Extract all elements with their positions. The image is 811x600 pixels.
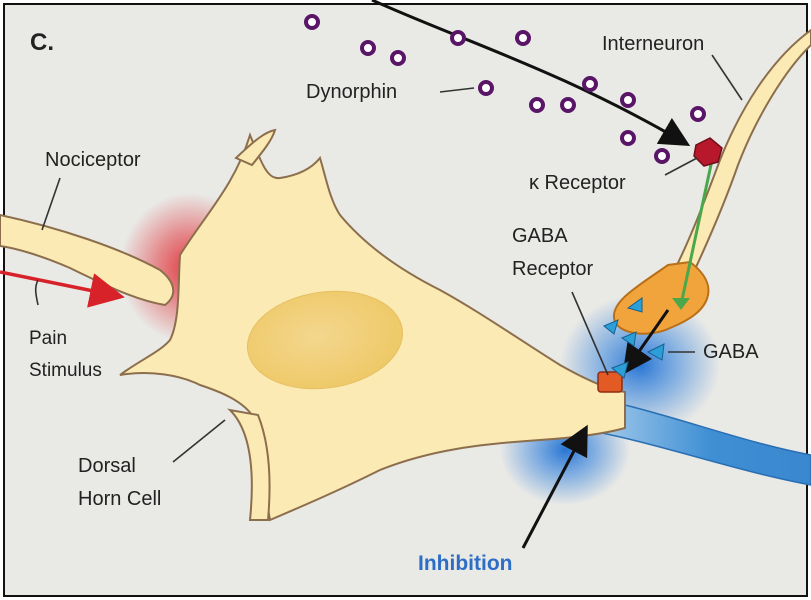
inhibition-label: Inhibition xyxy=(418,552,512,575)
interneuron-label: Interneuron xyxy=(602,33,704,55)
dynorphin-molecule xyxy=(392,52,404,64)
nociceptor-label: Nociceptor xyxy=(45,149,141,171)
dynorphin-molecule xyxy=(656,150,668,162)
dynorphin-molecule xyxy=(692,108,704,120)
dynorphin-molecule xyxy=(622,94,634,106)
dynorphin-molecule xyxy=(584,78,596,90)
gaba-receptor xyxy=(598,372,622,392)
dorsal-horn-label-line2: Horn Cell xyxy=(78,488,161,510)
pain-stimulus-label-line1: Pain xyxy=(29,328,67,349)
dynorphin-molecule xyxy=(480,82,492,94)
dynorphin-label: Dynorphin xyxy=(306,81,397,103)
panel-label: C. xyxy=(30,29,54,56)
dynorphin-molecule xyxy=(306,16,318,28)
kappa-receptor-label: κ Receptor xyxy=(529,172,626,194)
dynorphin-molecule xyxy=(452,32,464,44)
gaba-label: GABA xyxy=(703,341,759,363)
dynorphin-molecule xyxy=(622,132,634,144)
dynorphin-molecule xyxy=(362,42,374,54)
dynorphin-molecule xyxy=(562,99,574,111)
pain-stimulus-label-line2: Stimulus xyxy=(29,360,102,381)
gaba-receptor-label-line1: GABA xyxy=(512,225,568,247)
dorsal-horn-label-line1: Dorsal xyxy=(78,455,136,477)
dynorphin-molecule xyxy=(531,99,543,111)
gaba-receptor-label-line2: Receptor xyxy=(512,258,593,280)
dynorphin-molecule xyxy=(517,32,529,44)
